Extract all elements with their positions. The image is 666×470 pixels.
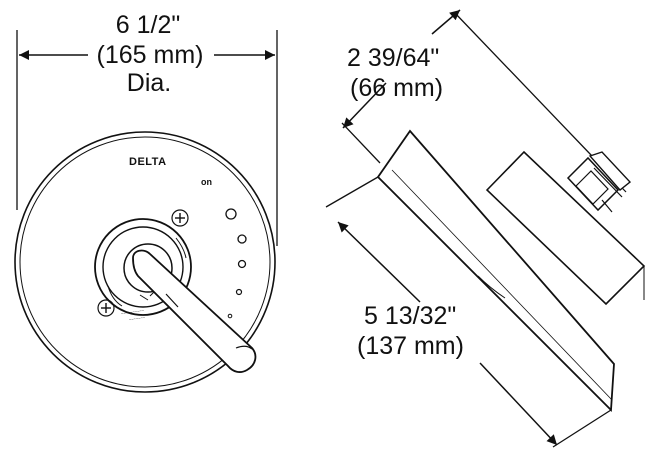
front-view: 6 1/2" (165 mm) Dia. DELTA on — [14, 11, 278, 393]
brand-label: DELTA — [129, 156, 167, 168]
lever-handle — [132, 249, 257, 373]
hub-detail — [175, 237, 187, 259]
diameter-suffix: Dia. — [127, 69, 171, 97]
diameter-inches: 6 1/2" — [116, 11, 180, 39]
depth-inches: 2 39/64" — [347, 44, 439, 72]
height-inches: 5 13/32" — [364, 302, 456, 330]
setting-dot — [237, 234, 247, 244]
diameter-mm: (165 mm) — [97, 41, 204, 69]
hub-marking: ~~~~~~~~~~ — [120, 308, 144, 316]
height-arrow-top — [337, 221, 421, 303]
height-extension-top — [325, 176, 379, 208]
height-mm: (137 mm) — [357, 332, 464, 360]
on-label: on — [201, 177, 212, 187]
plus-icon — [97, 299, 115, 317]
handle-hub-outer — [94, 218, 192, 316]
setting-dot — [237, 259, 247, 269]
height-arrow-bottom — [479, 362, 558, 446]
trim-plate-face-line — [391, 169, 613, 401]
setting-dot — [235, 288, 243, 296]
setting-dot — [227, 313, 233, 319]
depth-arrow-left — [342, 82, 387, 129]
handle-hub-mid — [102, 226, 184, 308]
handle-shadow — [477, 275, 506, 299]
trim-plate-inner — [19, 136, 271, 388]
setting-dot — [225, 208, 237, 220]
plus-icon — [171, 209, 189, 227]
depth-extension-left — [341, 122, 381, 164]
lever-tip-line — [235, 345, 253, 350]
hub-detail — [107, 285, 123, 307]
depth-arrow-right — [431, 9, 461, 35]
height-extension-bottom — [552, 409, 612, 448]
lever-handle-highlight — [165, 293, 179, 308]
depth-extension-right — [453, 11, 593, 157]
pipe-connector — [566, 151, 632, 213]
side-view: 2 39/64" (66 mm) 5 13/32" (137 mm) — [325, 9, 646, 448]
handle-hub-inner — [123, 243, 173, 293]
trim-plate-outer — [14, 131, 276, 393]
depth-mm: (66 mm) — [350, 74, 443, 102]
hub-marking: ~~~~~~~ — [128, 315, 146, 322]
